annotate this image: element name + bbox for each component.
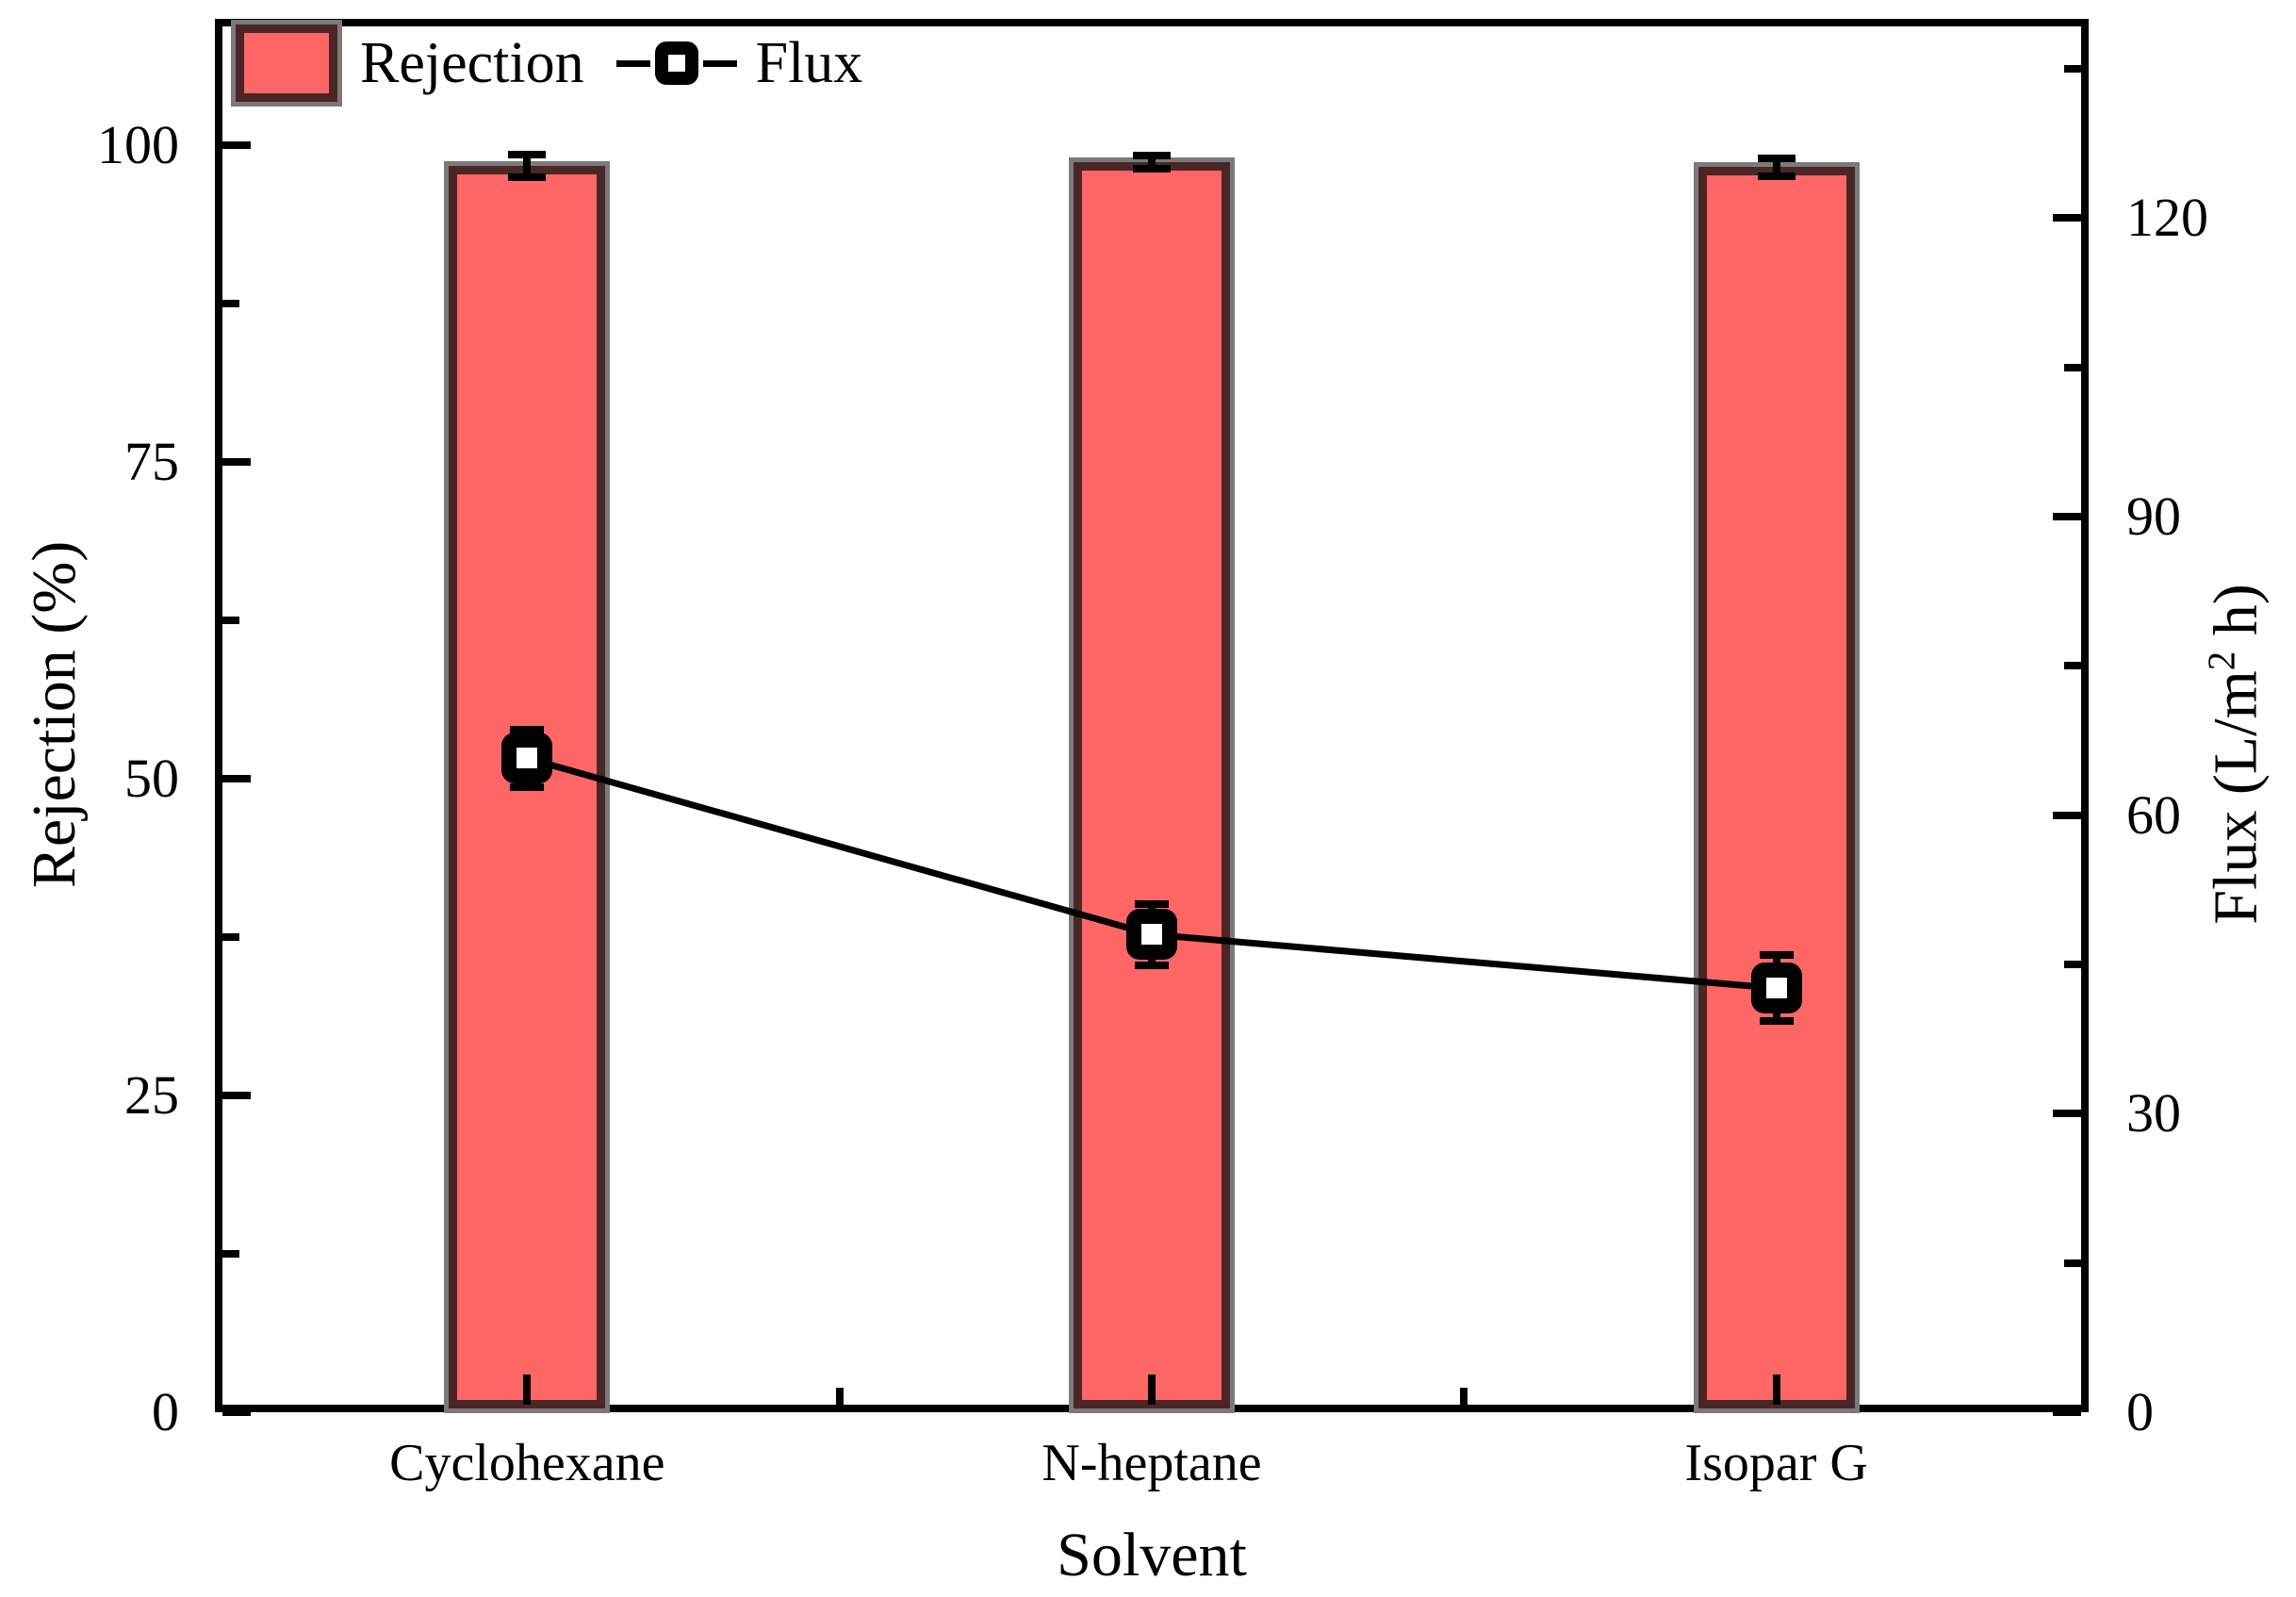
left-axis-tick-label: 50: [124, 748, 179, 810]
left-axis-minor-tick: [222, 933, 239, 942]
flux-marker: [1750, 963, 1802, 1014]
right-axis-major-tick: [2053, 214, 2081, 222]
rejection-error-cap-bottom: [1133, 164, 1171, 173]
left-axis-minor-tick: [222, 300, 239, 308]
left-axis-minor-tick: [222, 1250, 239, 1259]
left-axis-minor-tick: [222, 617, 239, 625]
right-axis-minor-tick: [2064, 960, 2081, 968]
legend-flux-square-hole: [667, 55, 685, 72]
right-axis-tick-label: 60: [2126, 783, 2181, 846]
flux-error-cap-bottom: [1135, 961, 1169, 969]
right-axis-tick-label: 120: [2126, 187, 2208, 249]
legend-rejection-swatch: [236, 25, 337, 102]
legend-flux-label: Flux: [755, 30, 863, 95]
rejection-error-bar: [523, 154, 532, 177]
legend-flux-line-left: [615, 59, 650, 67]
flux-error-cap-bottom: [1759, 1017, 1794, 1026]
right-axis-title-unit: h): [2201, 584, 2271, 651]
rejection-bar: [1074, 161, 1230, 1408]
left-axis-major-tick: [222, 458, 251, 467]
left-axis-major-tick: [222, 141, 251, 150]
right-axis-tick-label: 30: [2126, 1082, 2181, 1144]
rejection-error-cap-bottom: [1757, 172, 1796, 180]
flux-marker-hole: [1765, 978, 1787, 999]
flux-marker-hole: [1141, 924, 1162, 946]
flux-error-cap-top: [1135, 899, 1169, 908]
right-axis-title-superscript: 2: [2200, 650, 2243, 671]
right-axis-tick-label: 90: [2126, 485, 2181, 547]
left-axis-tick-label: 100: [97, 114, 179, 176]
legend-rejection-label: Rejection: [360, 30, 584, 95]
right-axis-title-main: Flux (L/m: [2201, 670, 2271, 925]
x-axis-minor-tick: [1460, 1388, 1468, 1405]
left-axis-major-tick: [222, 1092, 251, 1100]
rejection-error-bar: [1772, 157, 1780, 176]
rejection-error-cap-top: [1133, 152, 1171, 160]
flux-error-cap-bottom: [510, 783, 545, 791]
flux-error-cap-top: [510, 725, 545, 733]
flux-marker: [501, 733, 553, 784]
x-axis-major-tick: [523, 1375, 532, 1405]
right-axis-minor-tick: [2064, 363, 2081, 371]
right-axis-title: Flux (L/m2 h): [2200, 584, 2272, 924]
right-axis-minor-tick: [2064, 662, 2081, 670]
right-axis-major-tick: [2053, 512, 2081, 520]
legend-flux-square-icon: [654, 41, 698, 85]
right-axis-major-tick: [2053, 1408, 2081, 1416]
right-axis-minor-tick: [2064, 64, 2081, 73]
rejection-error-cap-bottom: [508, 173, 547, 181]
left-axis-tick-label: 75: [124, 431, 179, 493]
left-axis-tick-label: 0: [152, 1381, 179, 1442]
x-axis-major-tick: [1148, 1375, 1156, 1405]
left-axis-major-tick: [222, 1408, 251, 1416]
rejection-bar: [1697, 167, 1855, 1408]
x-axis-category-label: Isopar G: [1684, 1434, 1868, 1492]
x-axis-minor-tick: [835, 1388, 844, 1405]
x-axis-major-tick: [1772, 1375, 1780, 1405]
left-axis-major-tick: [222, 775, 251, 783]
rejection-error-cap-top: [1757, 154, 1796, 162]
right-axis-tick-label: 0: [2126, 1381, 2154, 1442]
chart-legend: Rejection Flux: [236, 25, 862, 102]
plot-area-frame: [215, 19, 2089, 1412]
x-axis-category-label: N-heptane: [1041, 1434, 1262, 1492]
x-axis-category-label: Cyclohexane: [389, 1434, 665, 1492]
flux-error-cap-top: [1759, 951, 1794, 960]
right-axis-major-tick: [2053, 1110, 2081, 1118]
legend-flux-line-right: [702, 59, 737, 67]
rejection-error-cap-top: [508, 150, 547, 158]
left-axis-title: Rejection (%): [20, 540, 89, 889]
flux-marker-hole: [517, 748, 538, 769]
rejection-error-bar: [1148, 156, 1156, 169]
flux-marker: [1126, 909, 1177, 961]
x-axis-title: Solvent: [1057, 1521, 1247, 1589]
legend-flux-marker: [615, 41, 737, 85]
left-axis-tick-label: 25: [124, 1064, 179, 1127]
right-axis-major-tick: [2053, 811, 2081, 819]
right-axis-minor-tick: [2064, 1259, 2081, 1267]
